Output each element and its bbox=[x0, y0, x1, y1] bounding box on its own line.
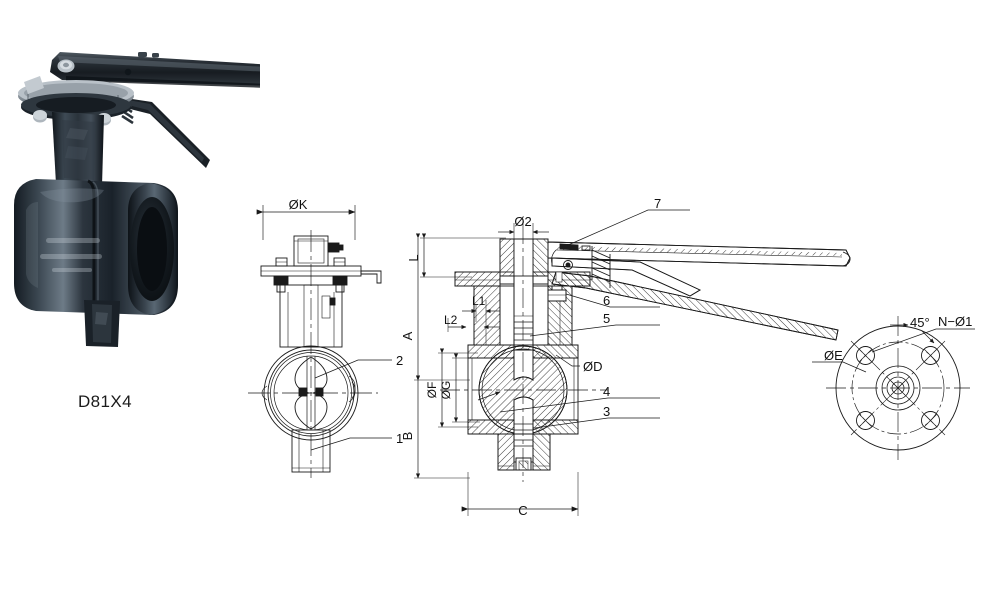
handle-spring bbox=[591, 246, 611, 288]
flange-view bbox=[812, 316, 975, 460]
drawing-labels: ØK 2 1 Ø2 L A B ØF ØG L1 L2 ØD C 7 6 5 4… bbox=[289, 196, 973, 518]
dim-L bbox=[420, 233, 506, 278]
handle-latch bbox=[551, 243, 591, 270]
dim-phiK bbox=[256, 205, 356, 240]
photo-valve-neck bbox=[52, 112, 104, 186]
label-callout-1-front: 1 bbox=[396, 431, 403, 446]
section-bottom-boss bbox=[497, 433, 551, 471]
flange-centerlines bbox=[826, 316, 970, 460]
front-plate-bolts bbox=[273, 275, 348, 293]
label-phiK: ØK bbox=[289, 197, 308, 212]
photo-valve-body bbox=[14, 179, 178, 347]
dim-B bbox=[414, 375, 470, 479]
front-view bbox=[248, 205, 392, 478]
section-centerlines bbox=[440, 224, 608, 482]
label-phiE: ØE bbox=[824, 348, 843, 363]
label-callout-3: 3 bbox=[603, 404, 610, 419]
flange-pcd-leader bbox=[812, 361, 867, 373]
photo-pivot-bolt bbox=[57, 59, 75, 73]
section-stem bbox=[513, 238, 534, 356]
label-callout-7: 7 bbox=[654, 196, 661, 211]
label-callout-6: 6 bbox=[603, 293, 610, 308]
front-actuator-box bbox=[293, 235, 344, 267]
photo-index-plate bbox=[18, 76, 134, 126]
label-A: A bbox=[400, 331, 415, 340]
flange-diagonals bbox=[850, 340, 946, 436]
product-photo bbox=[14, 52, 260, 347]
front-seat-tabs bbox=[348, 375, 356, 403]
label-callout-2-front: 2 bbox=[396, 353, 403, 368]
product-label: D81X4 bbox=[78, 392, 132, 411]
flange-hole-leader bbox=[871, 328, 975, 353]
section-handle-assembly bbox=[547, 241, 851, 341]
label-L2: L2 bbox=[444, 313, 458, 327]
section-stem-through-disc bbox=[513, 349, 534, 463]
section-neck bbox=[473, 285, 573, 346]
callout-2-front bbox=[314, 359, 392, 379]
label-phiG: ØG bbox=[439, 381, 453, 400]
label-callout-4: 4 bbox=[603, 384, 610, 399]
label-C: C bbox=[518, 503, 527, 518]
label-B: B bbox=[400, 432, 415, 441]
label-angle-45: 45° bbox=[910, 315, 930, 330]
section-view bbox=[414, 209, 851, 516]
dim-C bbox=[461, 472, 579, 516]
label-L1: L1 bbox=[472, 294, 486, 308]
label-N-phi1: N−Ø1 bbox=[938, 314, 972, 329]
section-body-walls bbox=[467, 345, 579, 434]
section-callout-leaders bbox=[477, 209, 690, 429]
front-lower-boss bbox=[291, 429, 331, 473]
callout-1-front bbox=[310, 437, 392, 451]
handle-bolt bbox=[555, 271, 563, 283]
label-callout-5: 5 bbox=[603, 311, 610, 326]
section-gland-nut bbox=[547, 285, 567, 302]
label-phi2: Ø2 bbox=[514, 214, 531, 229]
label-phiD: ØD bbox=[583, 359, 603, 374]
label-phiF: ØF bbox=[425, 382, 439, 399]
label-L: L bbox=[406, 254, 421, 261]
